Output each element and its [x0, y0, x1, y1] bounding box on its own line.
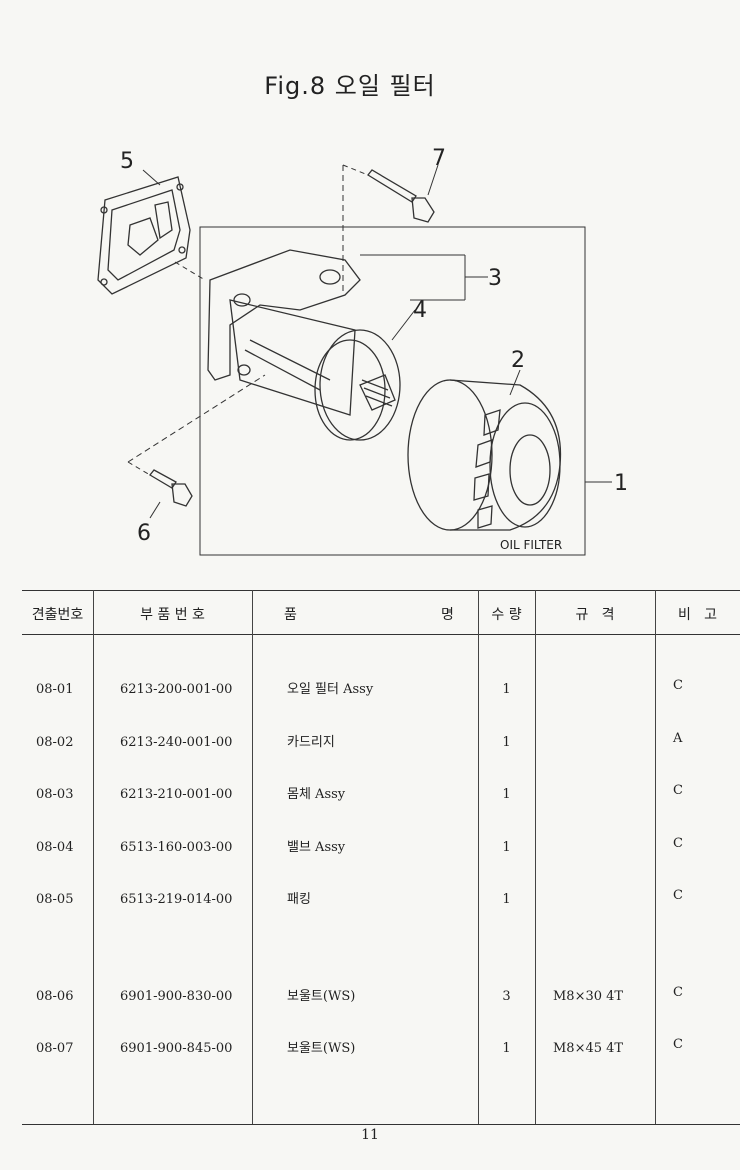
header-part-no: 부 품 번 호 [140, 607, 205, 623]
table-row: 6213-200-001-00 [120, 682, 233, 697]
header-name-right: 명 [441, 607, 454, 623]
page-number: 11 [361, 1127, 379, 1143]
table-row: 1 [502, 682, 511, 697]
callout-2: 2 [511, 348, 525, 373]
table-row [553, 681, 623, 699]
table-row: 6513-160-003-00 [120, 839, 233, 855]
col-divider [252, 590, 253, 1124]
valve-part [314, 329, 401, 441]
col-divider [478, 590, 479, 1124]
table-row: 1 [502, 1041, 511, 1056]
header-spec: 규 격 [575, 607, 615, 623]
table-bottom-border [22, 1124, 740, 1125]
callout-7: 7 [432, 146, 446, 171]
table-row: C [673, 984, 683, 1000]
table-row: 1 [502, 734, 511, 750]
table-row: 08-04 [36, 839, 74, 855]
col-name: 오일 필터 Assy 카드리지 몸체 Assy 밸브 Assy 패킹 보울트(W… [287, 646, 373, 1093]
table-header-border [22, 634, 740, 635]
header-name-left: 품 [284, 607, 297, 623]
table-row: C [673, 1037, 683, 1052]
col-remark: C A C C C C C [673, 642, 690, 1089]
table-row: 08-01 [36, 682, 74, 697]
gasket-part [97, 176, 191, 295]
table-row: 08-05 [36, 892, 74, 907]
col-no: 08-01 08-02 08-03 08-04 08-05 08-06 08-0… [36, 646, 73, 1093]
table-row: 카드리지 [287, 734, 335, 750]
table-row: 08-07 [36, 1041, 74, 1056]
callout-6: 6 [137, 521, 151, 546]
table-row [553, 786, 623, 804]
table-row: 6901-900-845-00 [120, 1041, 233, 1056]
table-row [553, 734, 623, 752]
table-row: 1 [502, 892, 511, 907]
table-row: C [673, 678, 683, 693]
table-top-border [22, 590, 740, 591]
col-part-no: 6213-200-001-00 6213-240-001-00 6213-210… [120, 646, 232, 1093]
cartridge-part [407, 379, 562, 531]
callout-3: 3 [488, 266, 502, 291]
table-row: 밸브 Assy [287, 839, 346, 855]
callout-1: 1 [614, 471, 628, 496]
parts-table: 견출번호 부 품 번 호 품 명 수 량 규 격 비 고 08-01 08-02… [0, 590, 740, 1135]
table-row: C [673, 888, 683, 903]
table-row [553, 839, 623, 857]
callout-3-leader [360, 254, 488, 301]
table-row: 08-06 [36, 988, 74, 1004]
table-row: M8×30 4T [553, 988, 624, 1004]
col-divider [93, 590, 94, 1124]
table-row [553, 891, 623, 909]
figure-title: Fig.8 오일 필터 [264, 72, 436, 100]
table-row: 3 [502, 988, 511, 1004]
table-row: 1 [502, 839, 511, 855]
callout-4: 4 [413, 298, 427, 323]
oil-filter-exploded-diagram: OIL FILTER 5 4 [97, 146, 628, 556]
callout-5: 5 [120, 149, 134, 174]
table-row: 보울트(WS) [287, 988, 356, 1004]
table-row: 1 [502, 787, 511, 802]
table-row: 08-02 [36, 734, 74, 750]
bolt-7-part [367, 169, 435, 223]
header-no: 견출번호 [31, 607, 84, 623]
filter-body-part [207, 249, 361, 416]
bolt-6-part [149, 469, 193, 507]
oil-filter-box-label: OIL FILTER [500, 538, 562, 552]
assembly-box [199, 226, 586, 556]
col-qty: 1 1 1 1 1 3 1 [478, 646, 535, 1093]
header-remark: 비 고 [677, 607, 718, 623]
table-row: 패킹 [287, 892, 311, 907]
table-row: 08-03 [36, 787, 74, 802]
table-row: 오일 필터 Assy [287, 682, 374, 697]
col-spec: M8×30 4T M8×45 4T [553, 646, 623, 1093]
table-row: 6213-210-001-00 [120, 787, 233, 802]
table-row: 6901-900-830-00 [120, 988, 233, 1004]
table-row: 몸체 Assy [287, 787, 346, 802]
col-divider [655, 590, 656, 1124]
table-row: C [673, 783, 683, 798]
table-row: M8×45 4T [553, 1041, 624, 1056]
table-row: 6213-240-001-00 [120, 734, 233, 750]
table-row: C [673, 835, 683, 851]
table-row: A [673, 730, 683, 746]
table-row: 6513-219-014-00 [120, 892, 233, 907]
col-divider [535, 590, 536, 1124]
table-row: 보울트(WS) [287, 1041, 356, 1056]
header-qty: 수 량 [491, 607, 522, 623]
